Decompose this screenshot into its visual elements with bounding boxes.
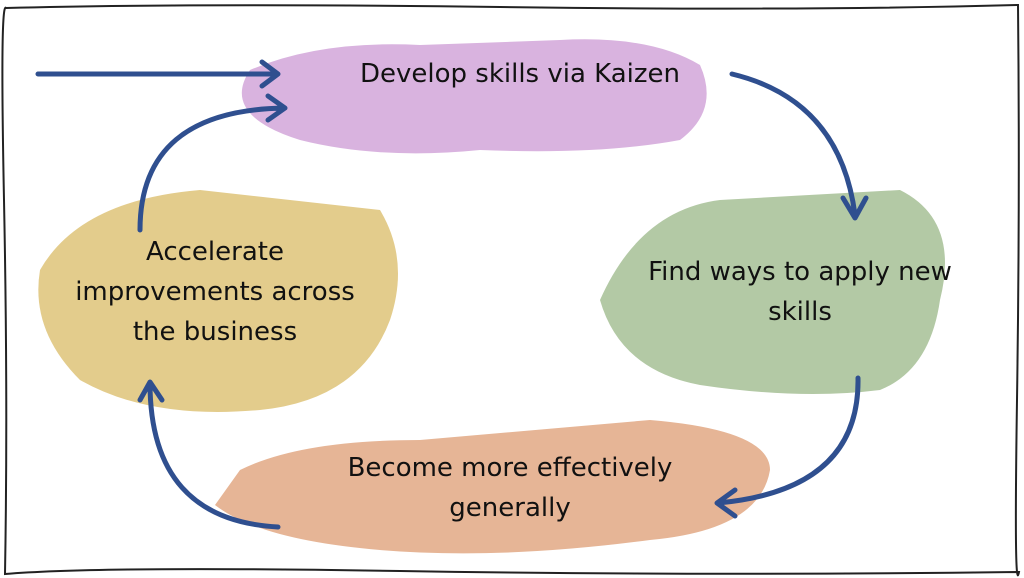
blob-find: [600, 190, 945, 394]
blob-accelerate: [38, 190, 398, 412]
node-develop: Develop skills via Kaizen: [359, 59, 681, 89]
node-become: Become more effectively generally: [347, 453, 673, 523]
arrow-develop-to-find: [729, 71, 869, 221]
arrow-accelerate-to-develop: [137, 93, 288, 233]
node-accelerate: Accelerate improvements across the busin…: [75, 237, 355, 347]
arrow-become-to-accelerate: [137, 379, 281, 530]
entry-arrow: [35, 59, 281, 89]
blob-develop: [241, 39, 707, 154]
node-find: Find ways to apply new skills: [648, 257, 952, 327]
blob-become: [215, 420, 770, 554]
sketch-border: [1, 3, 1021, 577]
arrow-find-to-become: [714, 375, 861, 519]
